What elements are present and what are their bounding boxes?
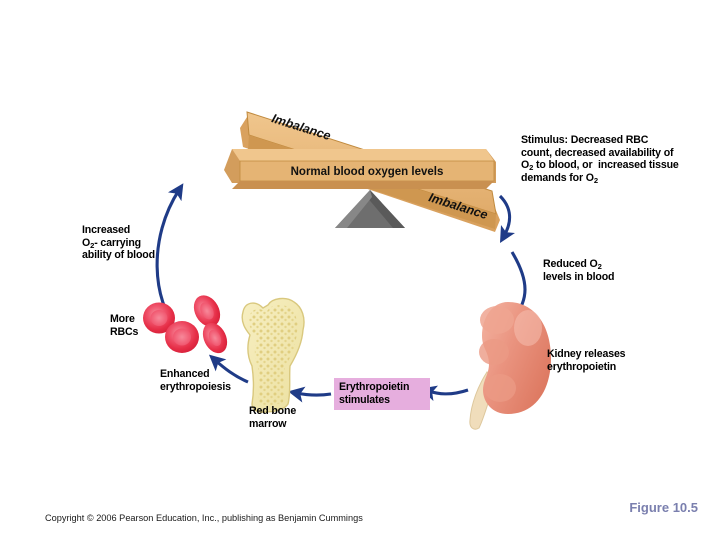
femur-bone-marrow-illustration [241,297,305,413]
label-kidney-releases: Kidney releases erythropoietin [547,348,626,373]
beam-label: Normal blood oxygen levels [291,166,444,178]
arrow-epo-to-marrow [288,386,332,403]
label-stimulus: Stimulus: Decreased RBC count, decreased… [521,134,679,185]
balance-scale: Normal blood oxygen levels Imbalance Imb… [224,111,500,232]
label-erythropoietin-stimulates: Erythropoietin stimulates [334,378,430,410]
kidney-illustration [469,302,551,430]
arrow-stimulus-down [498,194,515,243]
label-more-rbcs: More RBCs [110,313,139,338]
normal-beam [224,149,496,189]
arrow-marrow-to-rbcs [208,354,249,384]
figure-number: Figure 10.5 [629,500,698,515]
label-enhanced-erythropoiesis: Enhanced erythropoiesis [160,368,231,393]
red-blood-cells-illustration [143,295,228,354]
label-red-bone-marrow: Red bone marrow [249,405,297,430]
fulcrum-icon [335,190,405,228]
copyright-notice: Copyright © 2006 Pearson Education, Inc.… [45,513,363,523]
arrow-kidney-to-epo [420,385,469,402]
